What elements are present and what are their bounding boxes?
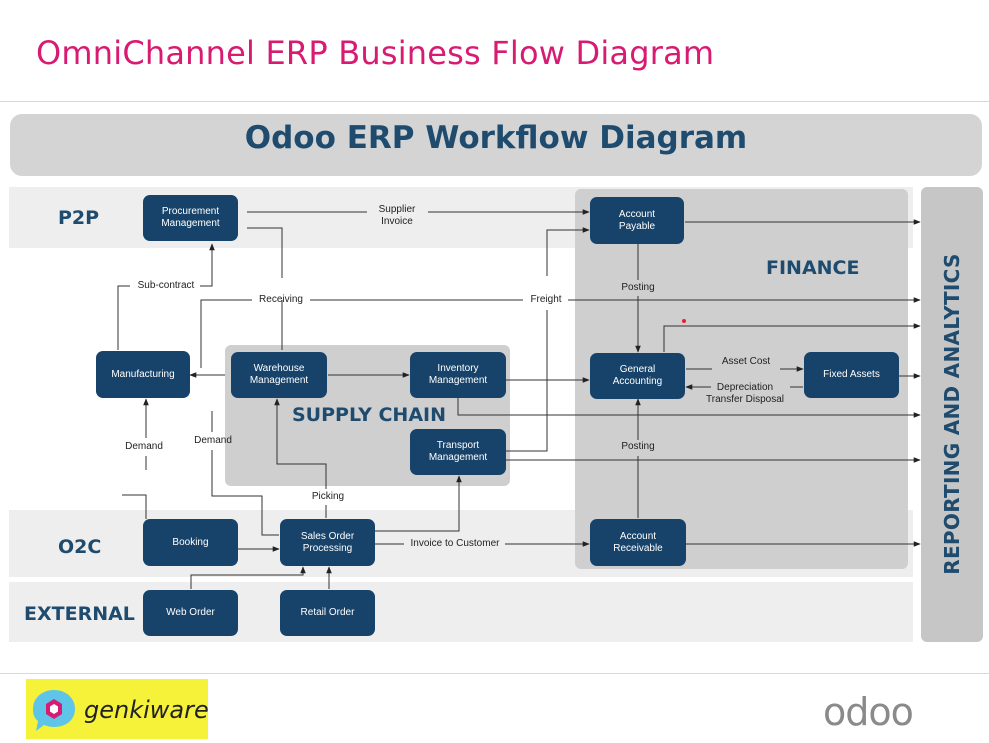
title-divider	[0, 101, 989, 102]
flow-label-sub-contract: Sub-contract	[137, 280, 195, 291]
slide-title: OmniChannel ERP Business Flow Diagram	[36, 34, 715, 72]
procurement-management-node: Procurement Management	[143, 195, 238, 241]
odoo-logo: odoo	[823, 690, 914, 734]
flow-label-invoice-to-customer: Invoice to Customer	[410, 538, 500, 549]
lane-label-o2c: O2C	[58, 536, 102, 558]
manufacturing-node: Manufacturing	[96, 351, 190, 398]
footer-divider	[0, 673, 989, 674]
genkiware-logo-icon	[33, 690, 75, 731]
flow-label-depreciation: Depreciation Transfer Disposal	[706, 382, 784, 405]
lane-label-p2p: P2P	[58, 207, 100, 229]
diagram-title: Odoo ERP Workflow Diagram	[244, 120, 748, 156]
red-dot-mark	[682, 319, 686, 323]
flow-label-freight: Freight	[530, 294, 562, 305]
diagram-banner	[10, 114, 982, 176]
finance-label: FINANCE	[766, 257, 860, 279]
genkiware-logo-text: genkiware	[84, 696, 209, 724]
flow-label-demand-left: Demand	[125, 441, 163, 452]
reporting-panel	[921, 187, 983, 642]
lane-label-external: EXTERNAL	[24, 603, 135, 625]
account-payable-node: Account Payable	[590, 197, 684, 244]
fixed-assets-node: Fixed Assets	[804, 352, 899, 398]
flow-label-supplier-invoice: Supplier Invoice	[378, 204, 416, 227]
general-accounting-node: General Accounting	[590, 353, 685, 399]
flow-label-picking: Picking	[311, 491, 345, 502]
web-order-node: Web Order	[143, 590, 238, 636]
transport-management-node: Transport Management	[410, 429, 506, 475]
supply-chain-label: SUPPLY CHAIN	[292, 404, 447, 426]
flow-label-asset-cost: Asset Cost	[721, 356, 771, 367]
account-receivable-node: Account Receivable	[590, 519, 686, 566]
warehouse-management-node: Warehouse Management	[231, 352, 327, 398]
flow-label-posting-top: Posting	[621, 282, 655, 293]
flow-label-posting-bottom: Posting	[621, 441, 655, 452]
flow-label-receiving: Receiving	[259, 294, 303, 305]
inventory-management-node: Inventory Management	[410, 352, 506, 398]
booking-node: Booking	[143, 519, 238, 566]
flow-label-demand-right: Demand	[194, 435, 232, 446]
sales-order-processing-node: Sales Order Processing	[280, 519, 375, 566]
retail-order-node: Retail Order	[280, 590, 375, 636]
